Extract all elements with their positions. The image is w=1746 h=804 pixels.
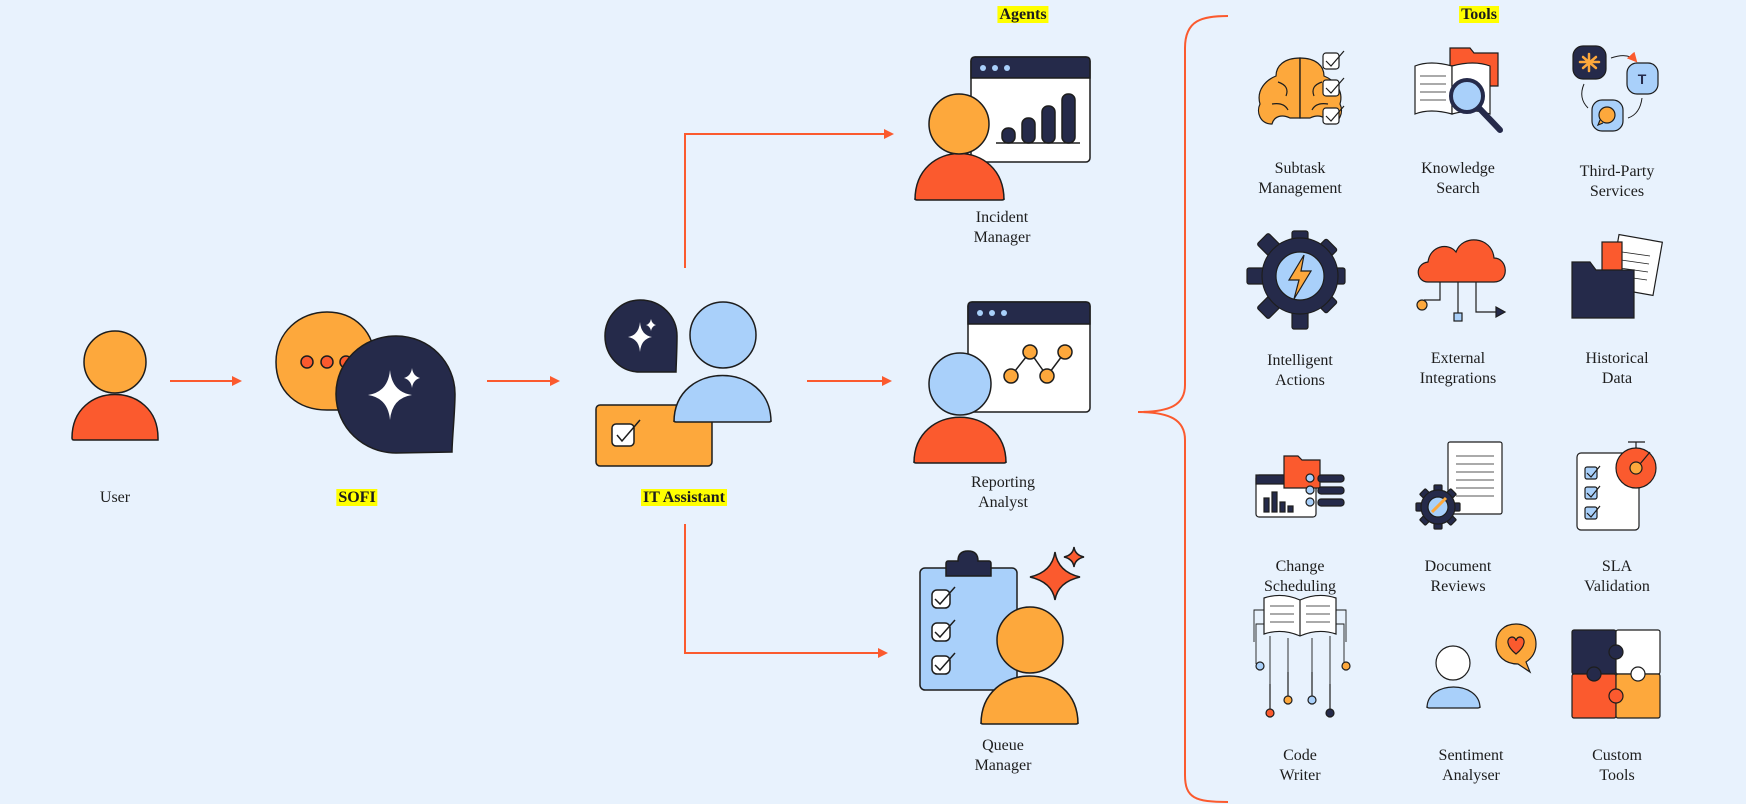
tool-label-line1: Subtask: [1274, 160, 1326, 177]
agent-label-line1: Reporting: [971, 474, 1035, 491]
tool-label-line1: SLA: [1601, 558, 1633, 575]
tool-label-line1: Sentiment: [1438, 747, 1504, 764]
sentiment-analyser-icon: [1426, 623, 1537, 709]
tool-label-sentiment-analyser: Sentiment Analyser: [1439, 746, 1504, 786]
sofi-label: SOFI: [336, 488, 378, 508]
queue-manager-icon: [919, 546, 1085, 725]
tool-label-change-scheduling: Change Scheduling: [1264, 557, 1336, 597]
agent-label-reporting-analyst: Reporting Analyst: [971, 473, 1035, 513]
tool-label-intelligent-actions: Intelligent Actions: [1267, 351, 1333, 391]
knowledge-search-icon: [1414, 47, 1503, 133]
tool-label-line2: Management: [1258, 180, 1342, 197]
arrow-assistant-to-incident: [684, 129, 894, 268]
tool-label-line2: Writer: [1279, 767, 1321, 784]
tool-label-third-party-services: Third-Party Services: [1580, 162, 1655, 202]
tool-label-line1: Third-Party: [1579, 163, 1655, 180]
agent-label-line2: Analyst: [978, 494, 1028, 511]
tool-label-line1: External: [1430, 350, 1486, 367]
tool-label-line2: Search: [1436, 180, 1480, 197]
gear-lightning-icon: [1246, 230, 1346, 330]
tool-label-document-reviews: Document Reviews: [1425, 557, 1492, 597]
tool-label-line1: Knowledge: [1421, 160, 1495, 177]
tool-label-code-writer: Code Writer: [1279, 746, 1320, 786]
brain-icon: [1257, 50, 1345, 125]
agent-label-queue-manager: Queue Manager: [975, 736, 1032, 776]
tools-brace: [1137, 15, 1229, 803]
tool-label-sla-validation: SLA Validation: [1584, 557, 1650, 597]
agent-label-line2: Manager: [973, 229, 1031, 246]
sla-validation-icon: [1576, 441, 1657, 531]
agent-label-line2: Manager: [974, 757, 1032, 774]
tool-label-line2: Services: [1589, 183, 1645, 200]
reporting-analyst-icon: [913, 301, 1091, 464]
puzzle-icon: [1571, 629, 1661, 719]
tool-label-line2: Integrations: [1419, 370, 1497, 387]
incident-manager-icon: [914, 56, 1091, 201]
tools-header-text: Tools: [1459, 6, 1499, 23]
agent-label-line1: Incident: [975, 209, 1029, 226]
tool-label-line2: Scheduling: [1264, 578, 1336, 595]
tool-label-line2: Data: [1601, 370, 1633, 387]
svg-text:T: T: [1638, 71, 1647, 87]
it-assistant-icon: [595, 299, 772, 467]
user-icon: [71, 330, 159, 441]
tool-label-line1: Change: [1275, 558, 1325, 575]
it-assistant-label: IT Assistant: [641, 488, 727, 508]
tool-label-subtask-management: Subtask Management: [1258, 159, 1342, 199]
tools-header: Tools: [1459, 5, 1499, 25]
sofi-chat-icon: [275, 311, 456, 454]
tool-label-line2: Tools: [1599, 767, 1635, 784]
tool-label-line2: Actions: [1275, 372, 1325, 389]
arrow-assistant-to-queue: [684, 524, 888, 658]
historical-data-folder-icon: [1571, 233, 1664, 319]
tool-label-line1: Intelligent: [1267, 352, 1333, 369]
tool-label-external-integrations: External Integrations: [1420, 349, 1496, 389]
tool-label-knowledge-search: Knowledge Search: [1421, 159, 1495, 199]
tool-label-line2: Validation: [1584, 578, 1650, 595]
agent-label-incident-manager: Incident Manager: [974, 208, 1031, 248]
tool-label-line2: Reviews: [1430, 578, 1486, 595]
cloud-integration-icon: [1416, 239, 1507, 322]
sofi-label-text: SOFI: [336, 489, 378, 506]
tool-label-line1: Historical: [1585, 350, 1649, 367]
tool-label-line2: Analyser: [1442, 767, 1500, 784]
user-label: User: [99, 489, 131, 506]
change-scheduling-icon: [1255, 455, 1345, 518]
agent-label-line1: Queue: [982, 737, 1024, 754]
agents-header-text: Agents: [997, 6, 1049, 23]
tool-label-line1: Custom: [1592, 747, 1642, 764]
tool-label-historical-data: Historical Data: [1585, 349, 1648, 389]
tool-label-custom-tools: Custom Tools: [1592, 746, 1642, 786]
third-party-services-icon: T: [1572, 45, 1659, 132]
flow-arrows: [170, 129, 894, 658]
tool-label-line1: Code: [1283, 747, 1317, 764]
tool-label-line1: Document: [1424, 558, 1492, 575]
document-review-icon: [1415, 441, 1503, 530]
it-assistant-label-text: IT Assistant: [641, 489, 727, 506]
agents-header: Agents: [997, 5, 1049, 25]
code-writer-book-icon: [1253, 594, 1351, 718]
